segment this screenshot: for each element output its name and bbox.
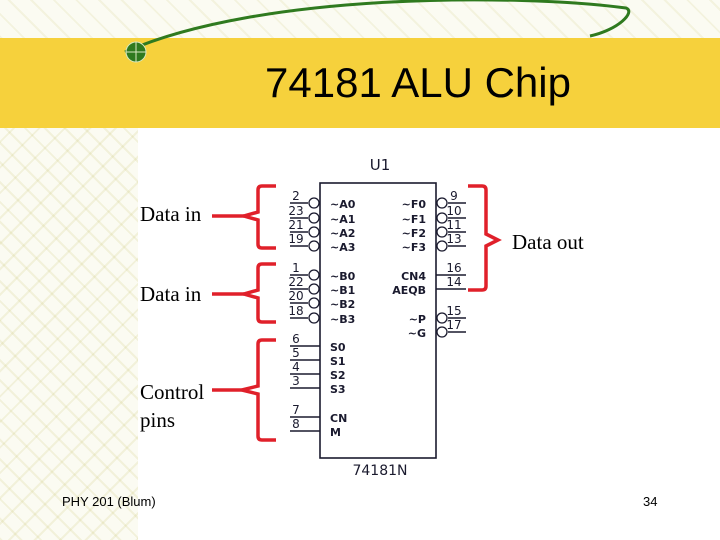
pin-name: ~P xyxy=(409,313,426,326)
pin-name: ~A2 xyxy=(330,227,355,240)
pin-name: S1 xyxy=(330,355,346,368)
page-number: 34 xyxy=(643,494,658,509)
inversion-bubble xyxy=(436,226,448,238)
inversion-bubble xyxy=(308,212,320,224)
pin-number: 4 xyxy=(292,360,300,374)
chip-designator: U1 xyxy=(370,156,391,174)
inversion-bubble xyxy=(436,326,448,338)
pin-name: ~B2 xyxy=(330,298,355,311)
pin-number: 23 xyxy=(288,204,303,218)
inversion-bubble xyxy=(436,312,448,324)
bracket-data-in-b xyxy=(212,262,276,324)
inversion-bubble xyxy=(308,312,320,324)
pin-number: 16 xyxy=(446,261,461,275)
pin-number: 10 xyxy=(446,204,461,218)
pin-number: 19 xyxy=(288,232,303,246)
inversion-bubble xyxy=(436,240,448,252)
footer-course: PHY 201 (Blum) xyxy=(62,494,156,509)
pin-name: ~B0 xyxy=(330,270,356,283)
pin-number: 6 xyxy=(292,332,300,346)
inversion-bubble xyxy=(308,269,320,281)
chip-body xyxy=(319,182,437,459)
pin-name: ~F2 xyxy=(402,227,426,240)
pin-number: 20 xyxy=(288,289,303,303)
pin-number: 8 xyxy=(292,417,300,431)
pin-name: CN xyxy=(330,412,347,425)
control-pins-label: Control pins xyxy=(140,380,205,432)
pin-number: 9 xyxy=(450,189,458,203)
data-out-label: Data out xyxy=(512,230,584,254)
bracket-control xyxy=(212,338,276,442)
data-in-label-a: Data in xyxy=(140,202,202,226)
pin-number: 3 xyxy=(292,374,300,388)
pin-name: ~F0 xyxy=(402,198,427,211)
pin-number: 15 xyxy=(446,304,461,318)
pin-number: 13 xyxy=(446,232,461,246)
pin-number: 22 xyxy=(288,275,303,289)
pin-name: CN4 xyxy=(401,270,426,283)
bracket-data-out xyxy=(468,184,502,292)
pin-name: ~B3 xyxy=(330,313,355,326)
data-in-label-b: Data in xyxy=(140,282,202,306)
pin-name: ~A0 xyxy=(330,198,356,211)
pin-number: 11 xyxy=(446,218,461,232)
pin-name: ~F1 xyxy=(402,213,426,226)
pin-number: 17 xyxy=(446,318,461,332)
pin-number: 21 xyxy=(288,218,303,232)
pin-name: S3 xyxy=(330,383,346,396)
title-band xyxy=(0,38,720,128)
decorative-swoosh xyxy=(124,0,631,54)
pin-number: 5 xyxy=(292,346,300,360)
chip-diagram: U1 74181N 2 ~A0 23 ~A1 21 ~A2 19 ~A3 1 ~B0 22 ~B1 20 ~B… xyxy=(288,156,466,479)
pin-name: ~A1 xyxy=(330,213,355,226)
pin-number: 14 xyxy=(446,275,461,289)
pin-number: 1 xyxy=(292,261,300,275)
inversion-bubble xyxy=(308,297,320,309)
pin-number: 2 xyxy=(292,189,300,203)
inversion-bubble xyxy=(308,197,320,209)
inversion-bubble xyxy=(436,197,448,209)
pin-name: ~F3 xyxy=(402,241,426,254)
pin-name: S0 xyxy=(330,341,346,354)
bracket-data-in-a xyxy=(212,184,276,250)
pin-number: 18 xyxy=(288,304,303,318)
pin-name: S2 xyxy=(330,369,346,382)
inversion-bubble xyxy=(308,283,320,295)
pin-name: AEQB xyxy=(392,284,426,297)
pin-name: M xyxy=(330,426,341,439)
globe-icon xyxy=(125,41,147,63)
pin-name: ~G xyxy=(408,327,426,340)
inversion-bubble xyxy=(308,240,320,252)
pin-name: ~A3 xyxy=(330,241,355,254)
inversion-bubble xyxy=(436,212,448,224)
slide-title: 74181 ALU Chip xyxy=(265,59,571,106)
pin-number: 7 xyxy=(292,403,300,417)
inversion-bubble xyxy=(308,226,320,238)
chip-part-number: 74181N xyxy=(352,463,407,479)
pin-name: ~B1 xyxy=(330,284,355,297)
